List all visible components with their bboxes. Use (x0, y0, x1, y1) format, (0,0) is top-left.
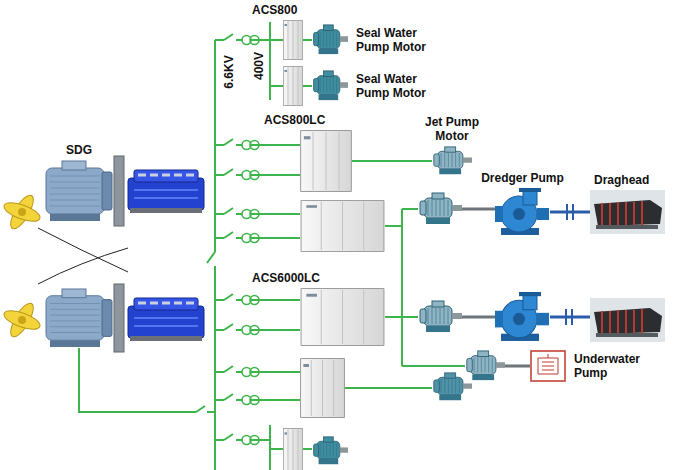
generator-icon (46, 289, 112, 347)
main-busbar (207, 40, 215, 470)
drive-cabinet (283, 20, 303, 59)
motor-icon (434, 147, 472, 174)
component-label: ACS800LC (264, 113, 325, 127)
propeller-shaft (38, 228, 128, 284)
shaft-coupling (114, 156, 124, 226)
drive-cabinet (301, 200, 384, 251)
diesel-engine (128, 298, 204, 341)
transformer-symbol (242, 296, 259, 305)
drive-cabinet (301, 359, 345, 418)
transformer-symbol (242, 171, 259, 180)
pump-motor: Seal Water Pump Motor (312, 24, 348, 56)
transformer-symbol (242, 396, 259, 405)
dredge-pump-icon (495, 188, 549, 235)
propeller (2, 192, 42, 232)
drive-cabinet (283, 428, 303, 470)
motor-icon (314, 25, 348, 54)
drive-cabinet: ACS800LC (300, 130, 352, 192)
motor-icon (314, 71, 348, 100)
transformer-symbol (242, 234, 259, 243)
component-label: Jet Pump Motor (417, 115, 487, 143)
power-cable (550, 211, 590, 214)
suction-pipe (550, 316, 590, 319)
drive-cabinet: ACS6000LC (300, 288, 385, 346)
shaft-coupling (114, 284, 124, 352)
draghead-photo (590, 190, 665, 234)
transformer-symbol (242, 36, 259, 45)
pipe-coupling (566, 204, 573, 325)
transformer-symbol (242, 210, 259, 219)
component-label: ACS800 (252, 3, 297, 17)
dredge-pump: Dredger Pump (495, 188, 550, 236)
pump-motor: Jet Pump Motor (432, 146, 472, 176)
shaft-generator: SDG (44, 160, 114, 222)
drive-cabinet: ACS800 (283, 20, 303, 60)
draghead-photo (590, 298, 665, 342)
motor-icon (314, 437, 348, 464)
component-label: Dredger Pump (481, 171, 564, 185)
voltage-label: 400V (252, 52, 266, 80)
transformer-symbol (242, 436, 259, 445)
underwater-pump-icon (531, 351, 565, 381)
drive-cabinet (301, 131, 352, 192)
propeller (2, 300, 42, 340)
component-label: Draghead (594, 173, 649, 187)
draghead: Draghead (590, 190, 665, 234)
component-label: Underwater Pump (574, 352, 654, 380)
component-label: SDG (66, 143, 92, 157)
transformer-symbol (242, 326, 259, 335)
voltage-label: 6.6KV (221, 55, 235, 88)
motor-icon (420, 301, 462, 332)
generator-feeder (79, 348, 215, 412)
motor-icon (467, 351, 505, 380)
dredge-pump-icon (495, 292, 549, 341)
component-label: ACS6000LC (252, 271, 320, 285)
component-label: Seal Water Pump Motor (356, 72, 432, 100)
drive-cabinet (301, 288, 384, 345)
propeller-blade (2, 307, 42, 333)
generator-icon (46, 161, 112, 221)
diesel-engine (128, 170, 204, 213)
connector-group (303, 40, 590, 212)
transformer-symbol (242, 141, 259, 150)
component-label: Seal Water Pump Motor (356, 26, 432, 54)
motor-icon (434, 373, 472, 400)
propeller-blade (2, 199, 42, 225)
lv-busbar (270, 22, 283, 470)
motor-icon (420, 193, 462, 224)
underwater-pump: Underwater Pump (530, 350, 566, 382)
power-cable (352, 160, 432, 162)
transformer-symbol (242, 368, 259, 377)
propeller-hub (18, 208, 26, 216)
drive-cabinet (283, 66, 303, 105)
pump-motor: Seal Water Pump Motor (312, 70, 348, 102)
propeller-hub (18, 316, 26, 324)
power-cable (303, 39, 312, 41)
